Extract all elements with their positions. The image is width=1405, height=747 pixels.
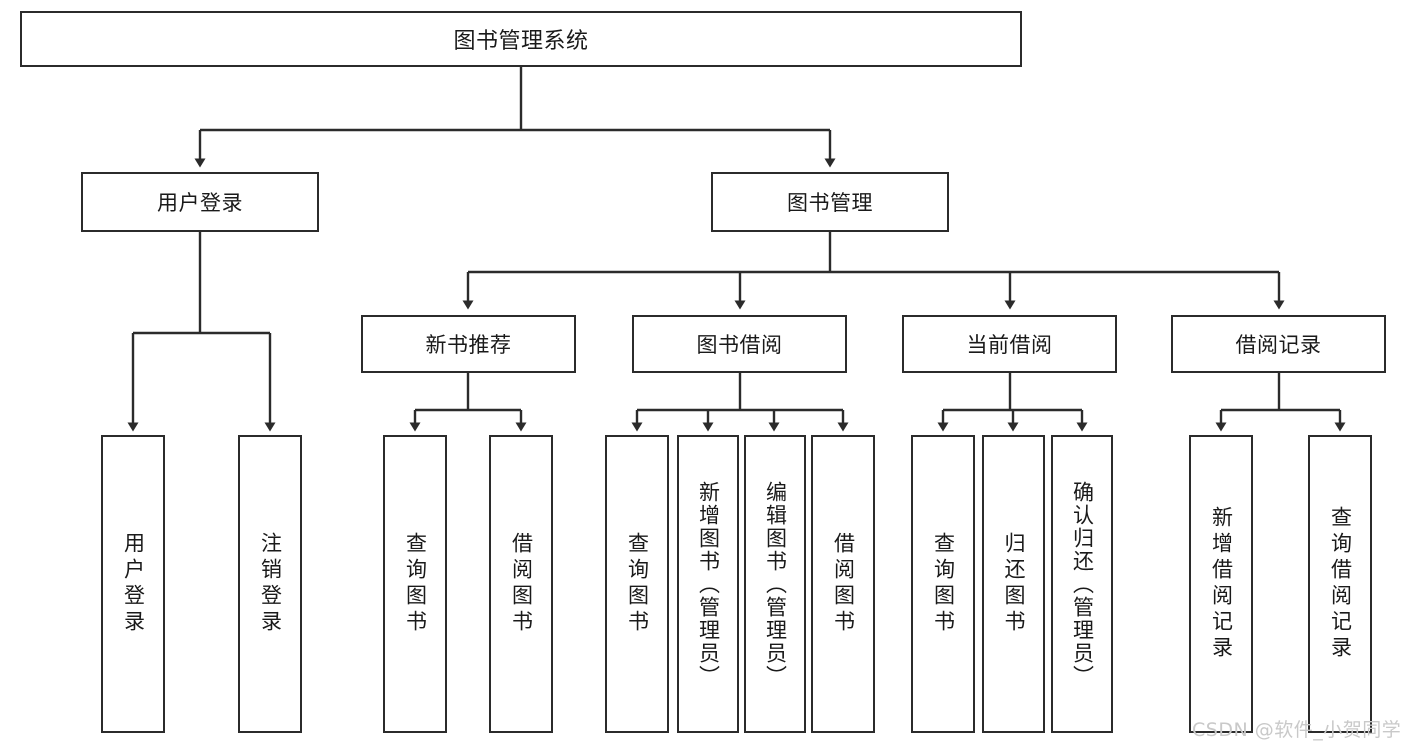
node-leaf-edit-book[interactable]: 编辑图书（管理员） (744, 435, 806, 733)
node-label: 编辑图书（管理员） (763, 480, 788, 688)
node-leaf-borrow-book-1[interactable]: 借阅图书 (489, 435, 553, 733)
node-label: 查询图书 (403, 532, 428, 636)
node-label: 图书借阅 (696, 333, 783, 357)
watermark-text: CSDN @软件_小贺同学 (1192, 719, 1402, 741)
node-label: 查询图书 (625, 532, 650, 636)
node-leaf-add-record[interactable]: 新增借阅记录 (1189, 435, 1253, 733)
node-leaf-query-book-3[interactable]: 查询图书 (911, 435, 975, 733)
node-leaf-return-book[interactable]: 归还图书 (982, 435, 1045, 733)
node-book-management[interactable]: 图书管理 (711, 172, 949, 232)
node-current-borrow[interactable]: 当前借阅 (902, 315, 1117, 373)
node-leaf-user-login[interactable]: 用户登录 (101, 435, 165, 733)
node-leaf-add-book[interactable]: 新增图书（管理员） (677, 435, 739, 733)
node-book-borrow[interactable]: 图书借阅 (632, 315, 847, 373)
node-label: 用户登录 (157, 191, 243, 215)
watermark: CSDN @软件_小贺同学 (1192, 715, 1401, 742)
node-borrow-record[interactable]: 借阅记录 (1171, 315, 1386, 373)
node-label: 图书管理系统 (453, 29, 589, 54)
node-user-login[interactable]: 用户登录 (81, 172, 319, 232)
node-label: 查询图书 (931, 532, 956, 636)
node-leaf-query-book-1[interactable]: 查询图书 (383, 435, 447, 733)
node-label: 查询借阅记录 (1328, 506, 1353, 662)
node-new-book-recommend[interactable]: 新书推荐 (361, 315, 576, 373)
node-label: 确认归还（管理员） (1070, 480, 1095, 688)
node-leaf-confirm-return[interactable]: 确认归还（管理员） (1051, 435, 1113, 733)
node-label: 借阅图书 (509, 532, 534, 636)
node-label: 借阅图书 (831, 532, 856, 636)
node-leaf-user-logout[interactable]: 注销登录 (238, 435, 302, 733)
node-leaf-borrow-book-2[interactable]: 借阅图书 (811, 435, 875, 733)
node-label: 归还图书 (1002, 532, 1026, 636)
node-label: 新书推荐 (425, 333, 512, 357)
node-leaf-query-record[interactable]: 查询借阅记录 (1308, 435, 1372, 733)
node-label: 当前借阅 (966, 333, 1053, 357)
node-root-book-management-system[interactable]: 图书管理系统 (20, 11, 1022, 67)
node-leaf-query-book-2[interactable]: 查询图书 (605, 435, 669, 733)
node-label: 借阅记录 (1235, 333, 1322, 357)
node-label: 新增图书（管理员） (696, 480, 721, 688)
node-label: 用户登录 (121, 532, 146, 636)
node-label: 图书管理 (787, 191, 873, 215)
node-label: 注销登录 (258, 532, 283, 636)
node-label: 新增借阅记录 (1209, 506, 1234, 662)
